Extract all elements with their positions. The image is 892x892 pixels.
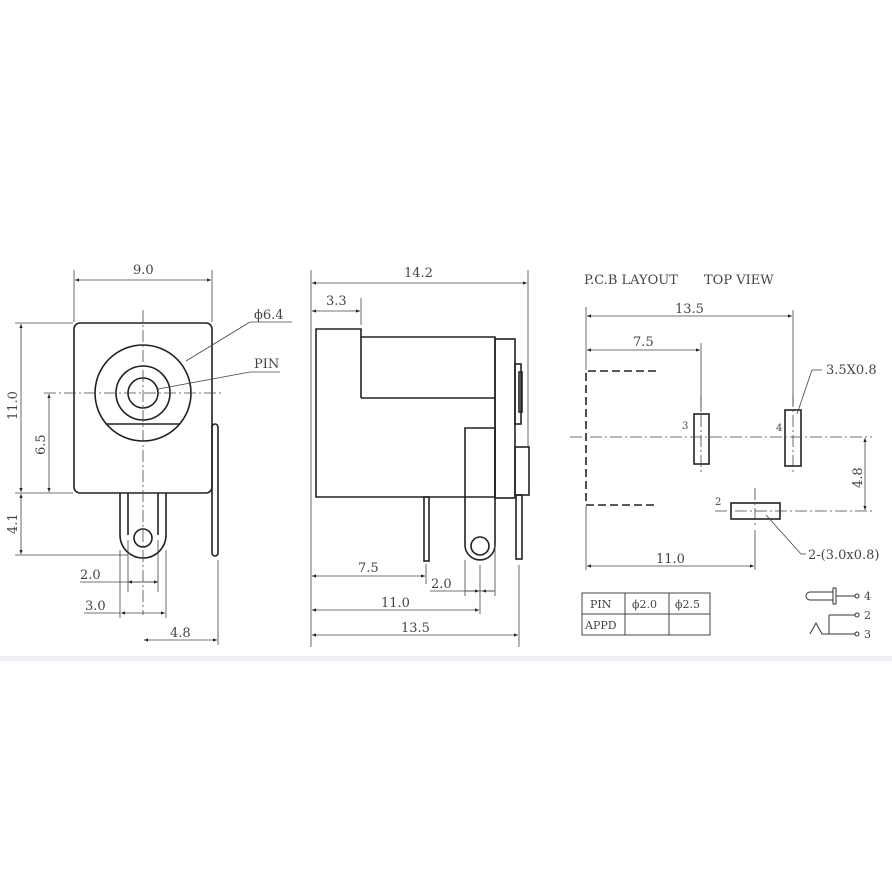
schematic-pin-4: 4 — [864, 590, 871, 603]
front-view-centerlines — [44, 310, 222, 615]
pin-table — [581, 592, 711, 636]
jack-schematic-symbol — [805, 587, 860, 637]
dim-pin2: 11.0 — [381, 596, 410, 611]
dim-center-height: 6.5 — [34, 434, 49, 455]
side-view-labels: 14.2 3.3 7.5 2.0 11.0 13.5 — [326, 266, 452, 636]
dim-pin4: 13.5 — [401, 621, 430, 636]
schematic-pin-2: 2 — [864, 609, 871, 622]
side-view — [315, 328, 530, 562]
pcb-dimensions — [585, 307, 867, 570]
pin-table-text: PIN ϕ2.0 ϕ2.5 APPD — [584, 598, 700, 632]
pin-label: PIN — [254, 357, 279, 372]
pin2-label: 2 — [715, 497, 721, 508]
pin4-label: 4 — [776, 423, 782, 434]
pin23-slot-label: 2-(3.0x0.8) — [808, 548, 880, 563]
dim-total-length: 14.2 — [404, 266, 433, 281]
front-view-labels: 9.0 ϕ6.4 PIN 11.0 6.5 4.1 2.0 3.0 4.8 — [6, 263, 284, 641]
front-view-dimensions — [15, 270, 292, 645]
dim-pin3: 7.5 — [358, 561, 379, 576]
dim-lug-width-side: 2.0 — [431, 577, 452, 592]
table-header-pin: PIN — [590, 598, 612, 611]
pin3-label: 3 — [682, 421, 688, 432]
pcb-layout: P.C.B LAYOUT TOP VIEW — [584, 273, 774, 288]
dim-height: 11.0 — [6, 391, 21, 420]
pcb-labels: 13.5 7.5 11.0 4.8 3.5X0.8 2-(3.0x0.8) 3 … — [633, 302, 880, 567]
bottom-band — [0, 656, 892, 661]
dim-pin4-offset: 13.5 — [675, 302, 704, 317]
dim-width: 9.0 — [133, 263, 154, 278]
pcb-title: P.C.B LAYOUT — [584, 273, 678, 288]
schematic-pin-3: 3 — [864, 628, 871, 641]
pcb-outline — [585, 370, 802, 520]
schematic-labels: 4 2 3 — [864, 590, 871, 641]
dim-pin2-offset: 11.0 — [656, 552, 685, 567]
dim-lug-hole: 2.0 — [80, 568, 101, 583]
dim-front-step: 3.3 — [326, 294, 347, 309]
dim-side-pin-offset: 4.8 — [170, 626, 191, 641]
barrel-diameter-label: ϕ6.4 — [254, 308, 284, 323]
table-row-appd: APPD — [584, 619, 617, 632]
dim-lug-width: 3.0 — [85, 599, 106, 614]
front-view — [73, 322, 219, 559]
dim-vertical-offset: 4.8 — [851, 467, 866, 488]
pin4-slot-label: 3.5X0.8 — [826, 363, 877, 378]
pcb-centerlines — [570, 395, 872, 528]
pcb-subtitle: TOP VIEW — [704, 273, 774, 288]
dim-pin-length: 4.1 — [6, 513, 21, 534]
side-view-dimensions — [310, 270, 529, 647]
table-header-2-0: ϕ2.0 — [632, 598, 657, 611]
table-header-2-5: ϕ2.5 — [675, 598, 700, 611]
dim-pin3-offset: 7.5 — [633, 335, 654, 350]
